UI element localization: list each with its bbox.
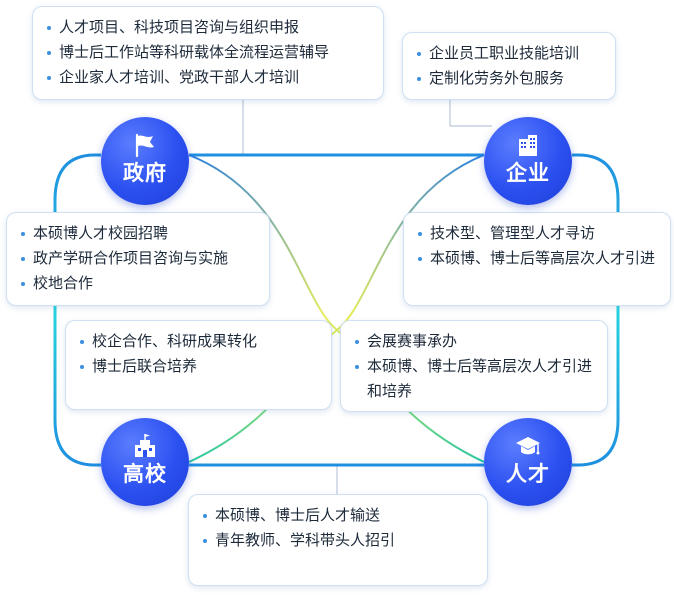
line-gov-uni bbox=[53, 153, 101, 467]
line-gov-tal bbox=[188, 154, 485, 463]
bullet-icon bbox=[418, 232, 422, 236]
list-item: 企业家人才培训、党政干部人才培训 bbox=[47, 65, 371, 90]
list-item: 青年教师、学科带头人招引 bbox=[203, 528, 475, 553]
bullet-icon bbox=[418, 257, 422, 261]
list-item: 博士后工作站等科研载体全流程运营辅导 bbox=[47, 40, 371, 65]
bullet-icon bbox=[21, 257, 25, 261]
list-item: 政产学研合作项目咨询与实施 bbox=[21, 246, 257, 271]
list-item: 博士后联合培养 bbox=[80, 354, 319, 379]
list-item: 会展赛事承办 bbox=[355, 329, 595, 354]
node-talent: 人才 bbox=[484, 418, 572, 506]
node-label: 政府 bbox=[123, 162, 167, 185]
flag-icon bbox=[135, 133, 154, 158]
list-item: 企业员工职业技能培训 bbox=[417, 41, 603, 66]
government-services-box: 人才项目、科技项目咨询与组织申报 博士后工作站等科研载体全流程运营辅导 企业家人… bbox=[32, 6, 384, 100]
government-university-box: 本硕博人才校园招聘 政产学研合作项目咨询与实施 校地合作 bbox=[6, 212, 270, 306]
node-government: 政府 bbox=[101, 117, 189, 205]
bullet-icon bbox=[355, 340, 359, 344]
bullet-icon bbox=[417, 77, 421, 81]
list-item: 校地合作 bbox=[21, 271, 257, 296]
node-university: 高校 bbox=[101, 418, 189, 506]
university-talent-box: 本硕博、博士后人才输送 青年教师、学科带头人招引 bbox=[188, 494, 488, 586]
list-item: 人才项目、科技项目咨询与组织申报 bbox=[47, 15, 371, 40]
bullet-icon bbox=[47, 26, 51, 30]
bullet-icon bbox=[203, 539, 207, 543]
bullet-icon bbox=[21, 232, 25, 236]
list-item: 本硕博、博士后人才输送 bbox=[203, 503, 475, 528]
list-item: 定制化劳务外包服务 bbox=[417, 66, 603, 91]
node-label: 高校 bbox=[123, 463, 167, 486]
enterprise-talent-box: 技术型、管理型人才寻访 本硕博、博士后等高层次人才引进 bbox=[403, 212, 671, 306]
bullet-icon bbox=[47, 51, 51, 55]
node-enterprise: 企业 bbox=[484, 117, 572, 205]
list-item: 本硕博人才校园招聘 bbox=[21, 221, 257, 246]
bullet-icon bbox=[47, 76, 51, 80]
line-ent-uni bbox=[188, 154, 485, 463]
bullet-icon bbox=[355, 365, 359, 369]
list-item: 本硕博、博士后等高层次人才引进和培养 bbox=[355, 354, 595, 404]
bullet-icon bbox=[417, 52, 421, 56]
enterprise-services-box: 企业员工职业技能培训 定制化劳务外包服务 bbox=[402, 32, 616, 100]
bullet-icon bbox=[21, 282, 25, 286]
bullet-icon bbox=[80, 365, 84, 369]
university-enterprise-box: 校企合作、科研成果转化 博士后联合培养 bbox=[65, 320, 332, 410]
government-talent-box: 会展赛事承办 本硕博、博士后等高层次人才引进和培养 bbox=[340, 320, 608, 412]
list-item: 校企合作、科研成果转化 bbox=[80, 329, 319, 354]
bullet-icon bbox=[203, 514, 207, 518]
bullet-icon bbox=[80, 340, 84, 344]
building-icon bbox=[519, 135, 537, 156]
node-label: 企业 bbox=[506, 162, 550, 185]
ent-box-connector bbox=[449, 100, 492, 127]
graduation-cap-icon bbox=[516, 437, 540, 455]
school-icon bbox=[135, 434, 155, 457]
list-item: 本硕博、博士后等高层次人才引进 bbox=[418, 246, 658, 271]
node-label: 人才 bbox=[506, 463, 550, 486]
line-ent-tal bbox=[572, 153, 620, 467]
list-item: 技术型、管理型人才寻访 bbox=[418, 221, 658, 246]
